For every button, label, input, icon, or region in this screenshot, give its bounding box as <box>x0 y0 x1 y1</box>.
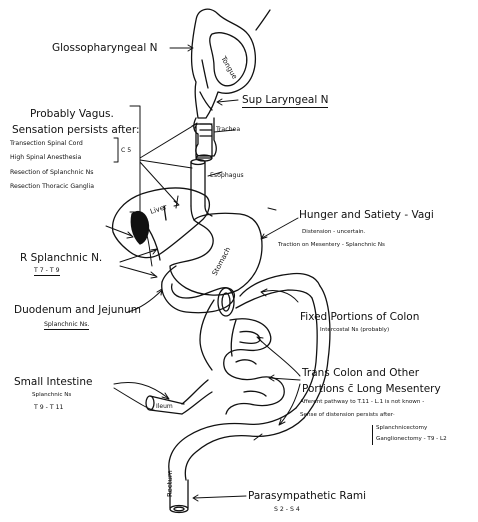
fixed-colon-label: Fixed Portions of Colon <box>300 312 419 323</box>
small-intestine-sub-label: Splanchnic Ns <box>32 393 71 399</box>
ileum-label: Ileum <box>156 403 173 410</box>
trans-colon-label-1: Trans Colon and Other <box>302 368 419 379</box>
trans-colon-note-2: Sense of distension persists after· <box>300 413 395 419</box>
hunger-satiety-label: Hunger and Satiety - Vagi <box>299 210 434 221</box>
hunger-note-1: Distension - uncertain. <box>302 230 365 236</box>
stomach-drawing <box>162 213 262 295</box>
stomach-label: Stomach <box>211 246 233 277</box>
vagus-item-4: Resection Thoracic Ganglia <box>10 184 94 190</box>
duodenum-sub-label: Splanchnic Ns. <box>44 322 89 330</box>
parasympathetic-segment: S 2 - S 4 <box>274 507 300 513</box>
duodenum-jejunum-label: Duodenum and Jejunum <box>14 305 141 316</box>
glossopharyngeal-label: Glossopharyngeal N <box>52 43 157 54</box>
vagus-item-3: Resection of Splanchnic Ns <box>10 170 93 176</box>
esophagus-label: Esophagus <box>210 172 244 179</box>
sup-laryngeal-label: Sup Laryngeal N <box>242 95 328 108</box>
leader-arrows <box>106 45 300 501</box>
vagus-title: Probably Vagus. <box>30 109 114 120</box>
trans-colon-note-1: Afferent pathway to T.11 - L.1 is not kn… <box>300 400 424 406</box>
parasympathetic-label: Parasympathetic Rami <box>248 491 366 502</box>
trans-colon-list-bracket <box>372 425 373 445</box>
hunger-note-2: Traction on Mesentery - Splanchnic Ns <box>278 243 385 249</box>
liver-drawing <box>113 188 210 260</box>
small-intestine-segment: T 9 - T 11 <box>34 405 63 411</box>
r-splanchnic-label: R Splanchnic N. <box>20 253 102 264</box>
fixed-colon-sub-label: Intercostal Ns (probably) <box>320 328 389 334</box>
trans-colon-list-1: Splanchnicectomy <box>376 426 427 432</box>
c5-label: C 5 <box>121 148 131 154</box>
r-splanchnic-segment: T 7 - T 9 <box>34 268 60 276</box>
small-intestine-label: Small Intestine <box>14 377 92 388</box>
vagus-item-1: Transection Spinal Cord <box>10 141 83 147</box>
rectum-label: Rectum <box>166 470 174 497</box>
trachea-drawing <box>194 118 216 161</box>
trans-colon-list-2: Ganglionectomy - T9 - L2 <box>376 437 447 443</box>
c5-bracket <box>114 138 118 162</box>
tongue-label: Tongue <box>219 54 239 81</box>
vagus-subtitle: Sensation persists after: <box>12 125 140 136</box>
trans-colon-label-2: Portions c̄ Long Mesentery <box>302 384 441 395</box>
vagus-item-2: High Spinal Anesthesia <box>10 155 81 161</box>
